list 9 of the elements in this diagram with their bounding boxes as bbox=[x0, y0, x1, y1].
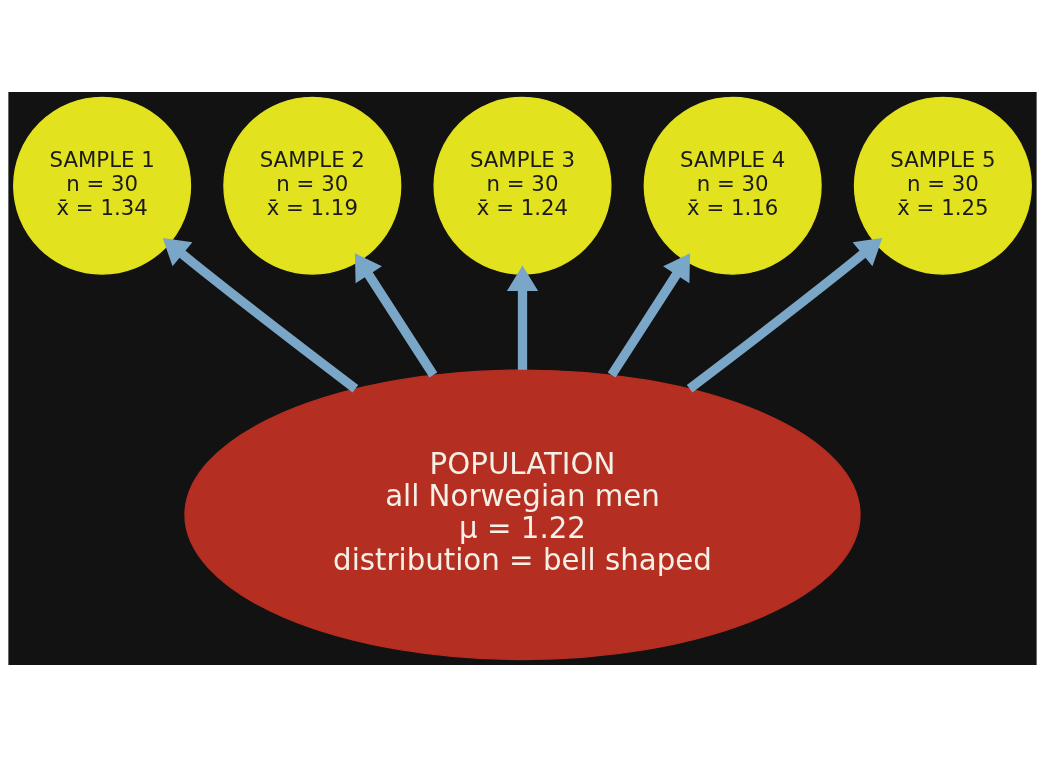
arrow bbox=[354, 253, 438, 378]
arrow bbox=[686, 238, 883, 393]
node-circle: SAMPLE 2 n = 30 x̄ = 1.19 bbox=[223, 96, 402, 275]
node-circle: SAMPLE 4 n = 30 x̄ = 1.16 bbox=[643, 96, 822, 275]
arrow bbox=[162, 238, 359, 393]
arrow bbox=[506, 265, 539, 370]
arrow bbox=[607, 253, 691, 378]
node-ellipse: POPULATION all Norwegian men μ = 1.22 distribution = bell shaped bbox=[184, 369, 861, 661]
node-circle: SAMPLE 3 n = 30 x̄ = 1.24 bbox=[433, 96, 612, 275]
